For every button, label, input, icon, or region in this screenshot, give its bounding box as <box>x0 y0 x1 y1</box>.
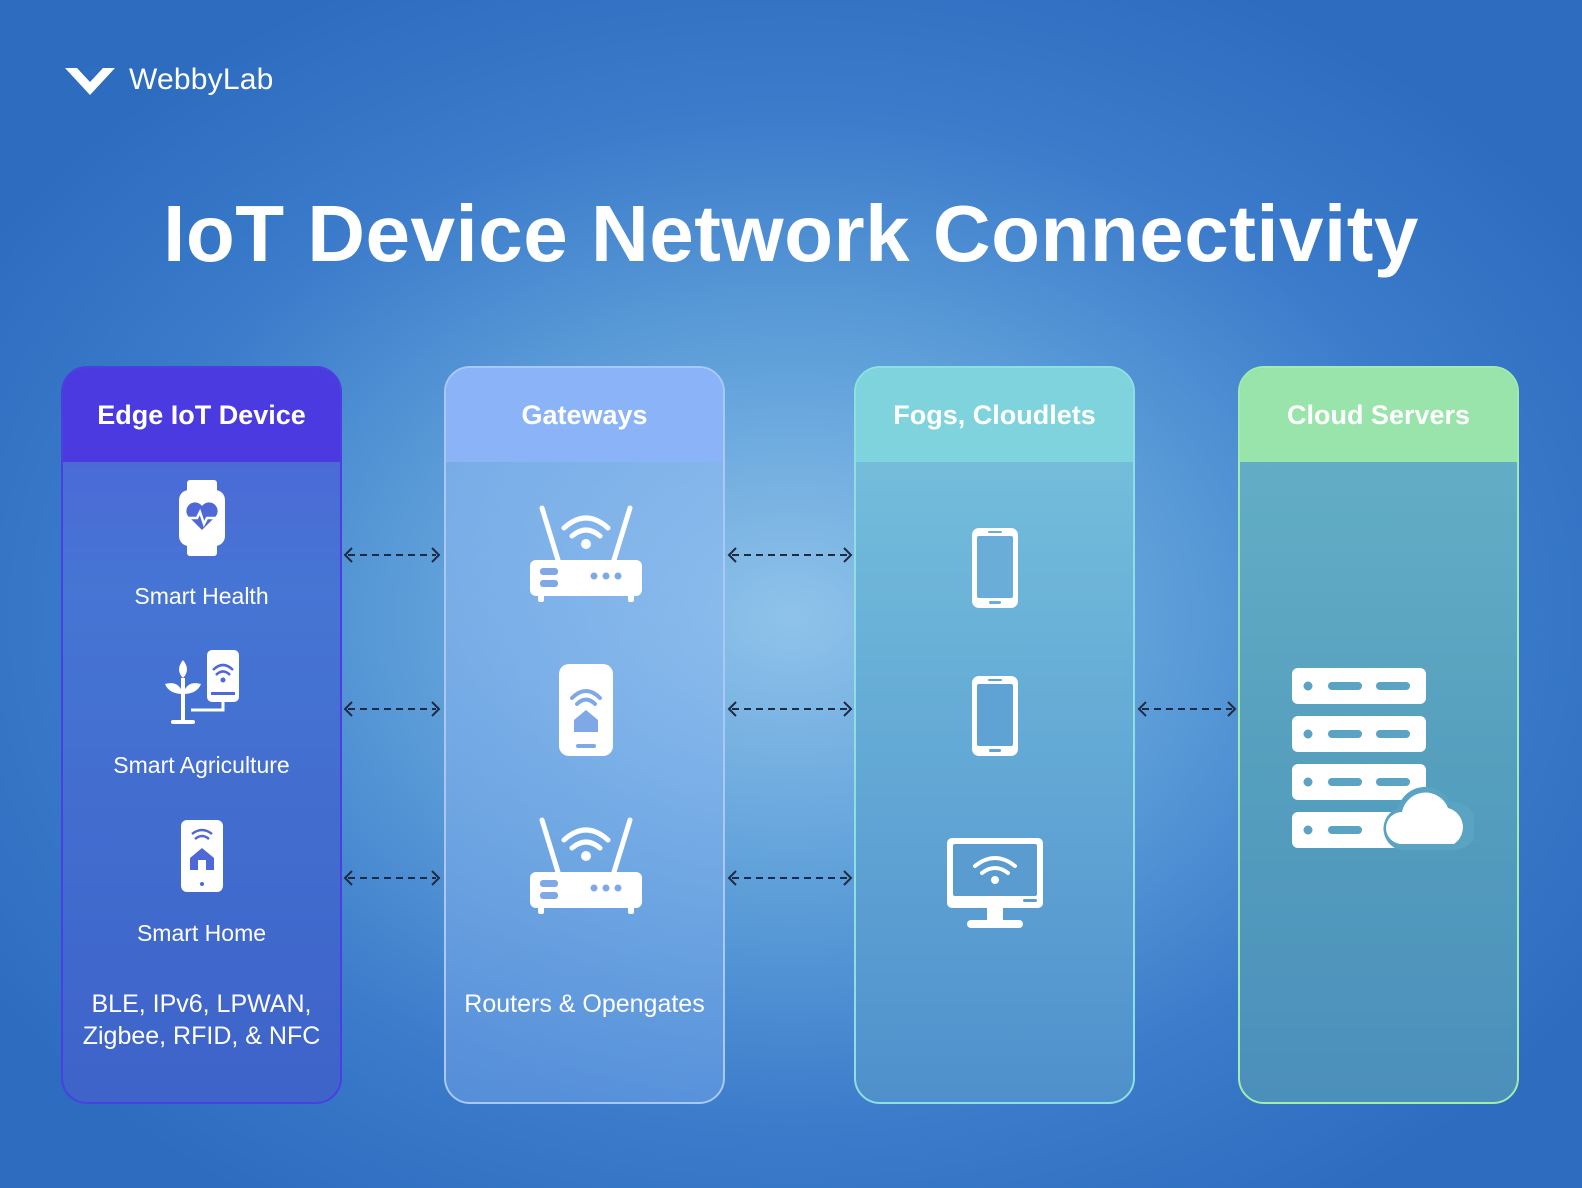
protocols-note: BLE, IPv6, LPWAN, Zigbee, RFID, & NFC <box>82 990 321 1050</box>
column-header: Cloud Servers <box>1240 368 1517 462</box>
router-icon <box>530 817 642 914</box>
connector-arrow <box>1137 701 1237 717</box>
brand-name: WebbyLab <box>129 63 274 96</box>
brand-logo: WebbyLab <box>63 62 273 98</box>
router-icon <box>530 505 642 602</box>
column-header: Gateways <box>446 368 723 462</box>
connector-arrow <box>343 870 441 886</box>
page-title: IoT Device Network Connectivity <box>163 189 1419 278</box>
smartwatch-heart-icon <box>179 480 225 556</box>
column-header: Edge IoT Device <box>63 368 340 462</box>
connector-arrow <box>727 701 853 717</box>
connector-arrow <box>343 547 441 563</box>
smart-hub-icon <box>559 664 613 756</box>
item-label: Smart Home <box>136 920 267 946</box>
server-cloud-icon <box>1292 668 1474 850</box>
smartphone-icon <box>972 676 1018 756</box>
gateways-note: Routers & Opengates <box>464 990 705 1018</box>
column-gateways: Gateways <box>444 366 725 1104</box>
column-cloud-servers: Cloud Servers <box>1238 366 1519 1104</box>
column-fogs-cloudlets: Fogs, Cloudlets <box>854 366 1135 1104</box>
column-edge-iot-device: Edge IoT Device Smart Health Smart Agric… <box>61 366 342 1104</box>
monitor-wifi-icon <box>947 838 1043 928</box>
connector-arrow <box>727 870 853 886</box>
item-label: Smart Health <box>134 583 269 609</box>
plant-phone-wifi-icon <box>165 650 239 724</box>
item-label: Smart Agriculture <box>113 752 290 778</box>
column-header: Fogs, Cloudlets <box>856 368 1133 462</box>
connector-arrow <box>727 547 853 563</box>
connector-arrow <box>343 701 441 717</box>
webbylab-logo-icon <box>65 68 115 95</box>
phone-home-wifi-icon <box>181 820 223 892</box>
smartphone-icon <box>972 528 1018 608</box>
